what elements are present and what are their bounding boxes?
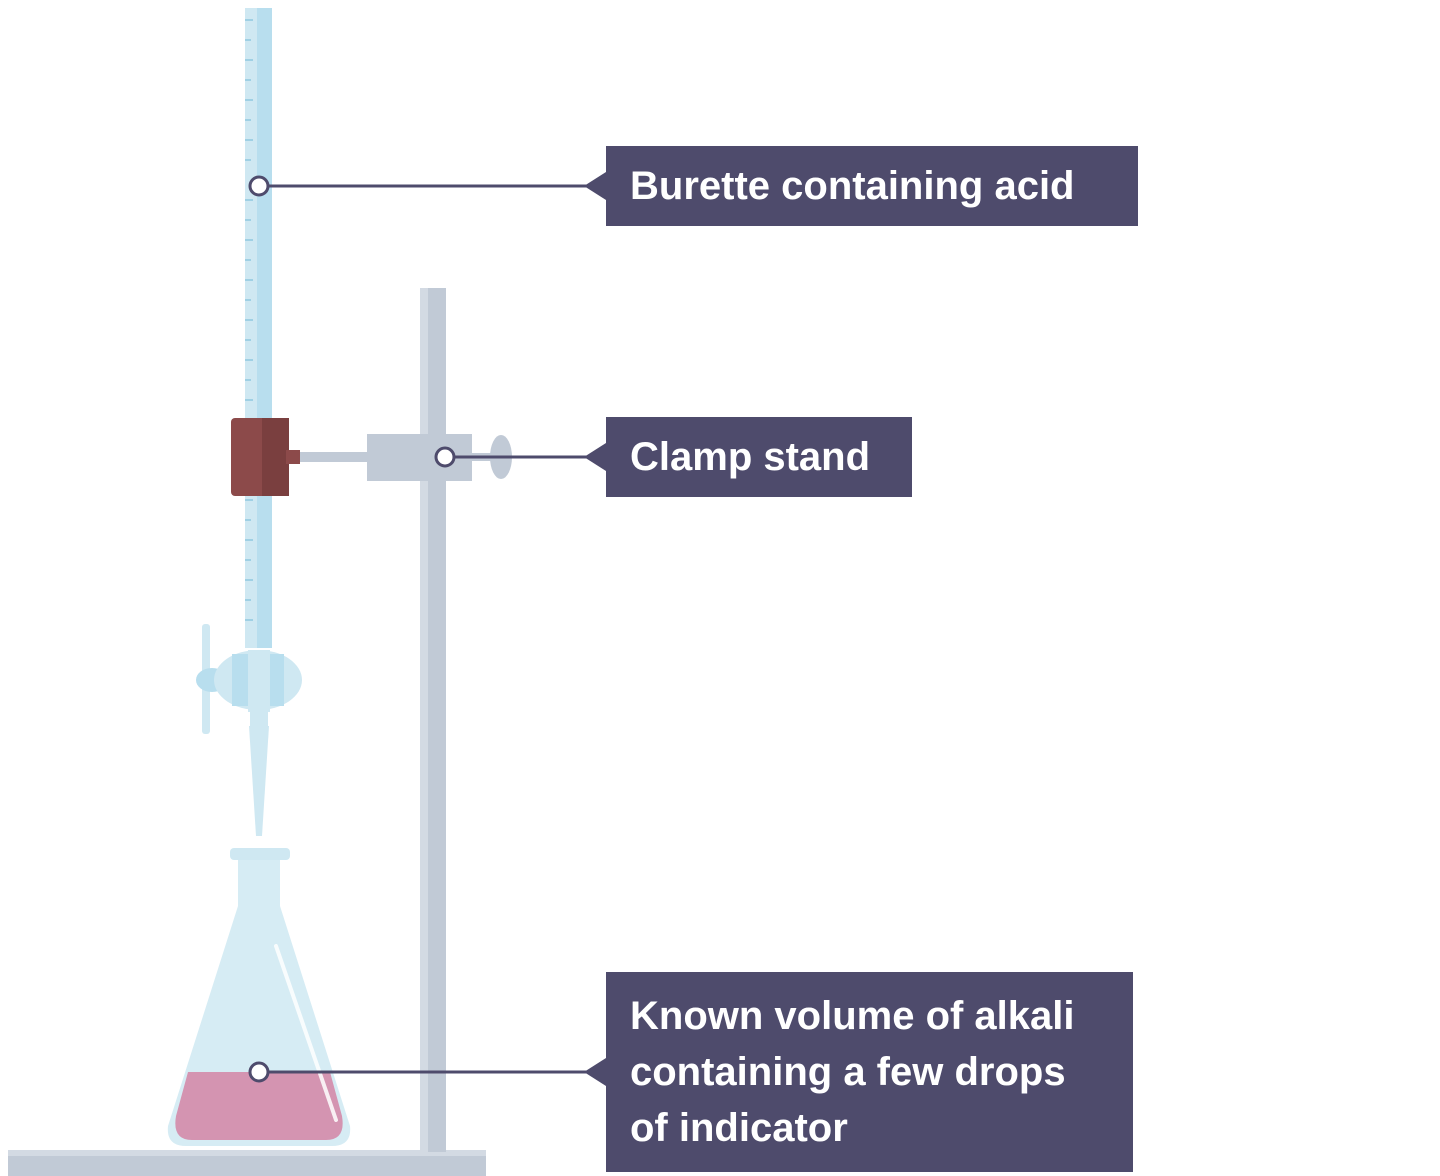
label-flask-contents: Known volume of alkali containing a few … [584, 972, 1133, 1172]
stand-rod [420, 288, 446, 1152]
label-clamp-stand: Clamp stand [584, 417, 912, 497]
clamp-boss [231, 418, 300, 496]
indicator-liquid [175, 1072, 343, 1140]
leader-dots [248, 175, 456, 1083]
stand-base [8, 1150, 486, 1176]
clamp-arm [290, 434, 512, 481]
burette-tap [196, 624, 302, 734]
leader-dot-burette [248, 175, 270, 197]
label-flask-line-1: Known volume of alkali [630, 994, 1075, 1038]
leader-lines [259, 184, 590, 1074]
burette-tip [249, 726, 269, 836]
label-burette: Burette containing acid [584, 146, 1138, 226]
label-clamp-stand-line: Clamp stand [630, 435, 871, 479]
conical-flask [167, 848, 351, 1146]
label-flask-line-2: containing a few drops [630, 1050, 1066, 1094]
leader-dot-flask [248, 1061, 270, 1083]
label-flask-line-3: of indicator [630, 1106, 848, 1150]
label-burette-line: Burette containing acid [630, 164, 1075, 208]
burette [245, 8, 272, 648]
leader-dot-clamp [434, 446, 456, 468]
burette-graduations [245, 19, 253, 621]
